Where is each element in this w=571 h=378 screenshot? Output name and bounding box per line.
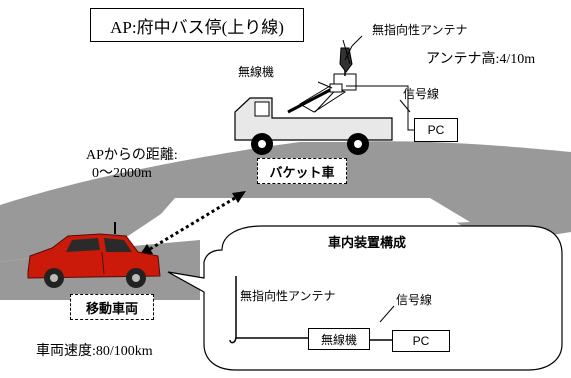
inset-pc-label: PC: [412, 334, 430, 348]
distance-label-line2: 0〜2000m: [92, 166, 152, 181]
vehicle-speed-label: 車両速度:80/100km: [36, 344, 153, 359]
inset-omni-antenna-label: 無指向性アンテナ: [240, 289, 336, 303]
distance-label-line1: APからの距離:: [86, 148, 178, 163]
bucket-truck-illustration: [234, 35, 393, 155]
pc-box-top: PC: [414, 118, 458, 142]
inset-title: 車内装置構成: [328, 235, 407, 250]
signal-line-top: [346, 85, 414, 131]
red-car-illustration: [27, 222, 161, 288]
inset-signal-line-label: 信号線: [396, 293, 433, 307]
page-title: AP:府中バス停(上り線): [90, 8, 304, 42]
omni-antenna-label: 無指向性アンテナ: [372, 23, 468, 37]
distance-arrow: [144, 193, 241, 254]
antenna-height-label: アンテナ高:4/10m: [426, 52, 536, 67]
road-island: [140, 198, 470, 238]
distance-arrow-head-top: [232, 191, 246, 203]
inset-radio-unit-box: 無線機: [308, 328, 370, 350]
inset-bubble: [167, 225, 563, 371]
inset-radio-unit-label: 無線機: [320, 332, 357, 347]
mobile-vehicle-label: 移動車両: [70, 294, 154, 320]
inset-antenna-cable: [229, 276, 308, 344]
signal-line-label: 信号線: [403, 87, 440, 101]
radio-unit-label: 無線機: [238, 65, 275, 79]
inset-pc-box: PC: [392, 330, 450, 352]
pc-top-label: PC: [427, 123, 445, 137]
bucket-truck-label: バケット車: [257, 158, 347, 184]
